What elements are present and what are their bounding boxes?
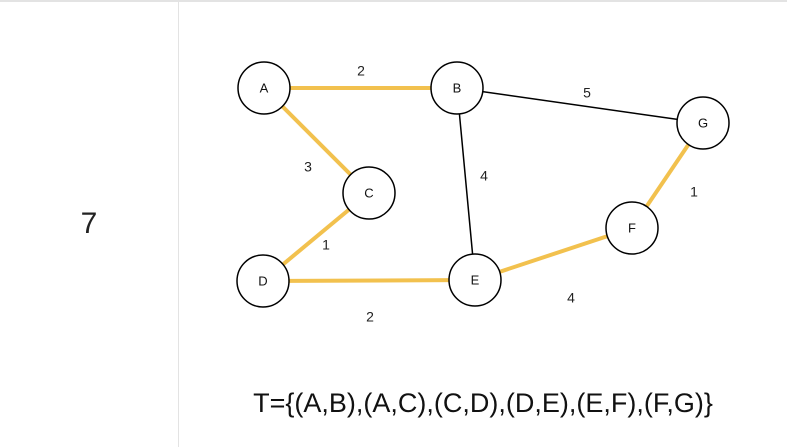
node-label: F: [628, 220, 636, 235]
node-circle: [236, 254, 290, 308]
weights-layer: 2 3 1 2 4 1 5 4: [304, 63, 698, 325]
edge-weight-b-g: 5: [583, 85, 591, 101]
node-a: A: [237, 61, 291, 115]
edge-weight-a-c: 3: [304, 159, 312, 175]
edge-e-f: [474, 226, 633, 282]
node-circle: [237, 61, 291, 115]
edge-weight-a-b: 2: [357, 63, 365, 79]
node-label: C: [364, 185, 373, 200]
node-circle: [676, 96, 730, 150]
node-label: D: [258, 273, 267, 288]
edge-weight-b-e: 4: [480, 168, 488, 184]
column-divider: [178, 2, 179, 447]
node-label: A: [260, 80, 269, 95]
node-label: E: [471, 272, 480, 287]
edge-weight-c-d: 1: [322, 237, 330, 253]
node-circle: [430, 61, 484, 115]
edge-b-e: [456, 87, 476, 281]
node-circle: [342, 166, 396, 220]
node-d: D: [236, 254, 290, 308]
node-circle: [605, 201, 659, 255]
edge-weight-d-e: 2: [366, 309, 374, 325]
edge-b-g: [456, 87, 704, 124]
node-c: C: [342, 166, 396, 220]
edge-d-e: [262, 278, 476, 283]
edge-weight-e-f: 4: [567, 290, 575, 306]
node-label: B: [453, 80, 462, 95]
row-number: 7: [80, 207, 98, 240]
node-f: F: [605, 201, 659, 255]
edge-weight-f-g: 1: [690, 184, 698, 200]
node-g: G: [676, 96, 730, 150]
node-b: B: [430, 61, 484, 115]
node-label: G: [698, 115, 708, 130]
nodes-layer: A B C D E F G: [236, 61, 730, 308]
spanning-tree-formula: T={(A,B),(A,C),(C,D),(D,E),(E,F),(F,G)}: [253, 388, 713, 418]
node-circle: [448, 253, 502, 307]
node-e: E: [448, 253, 502, 307]
